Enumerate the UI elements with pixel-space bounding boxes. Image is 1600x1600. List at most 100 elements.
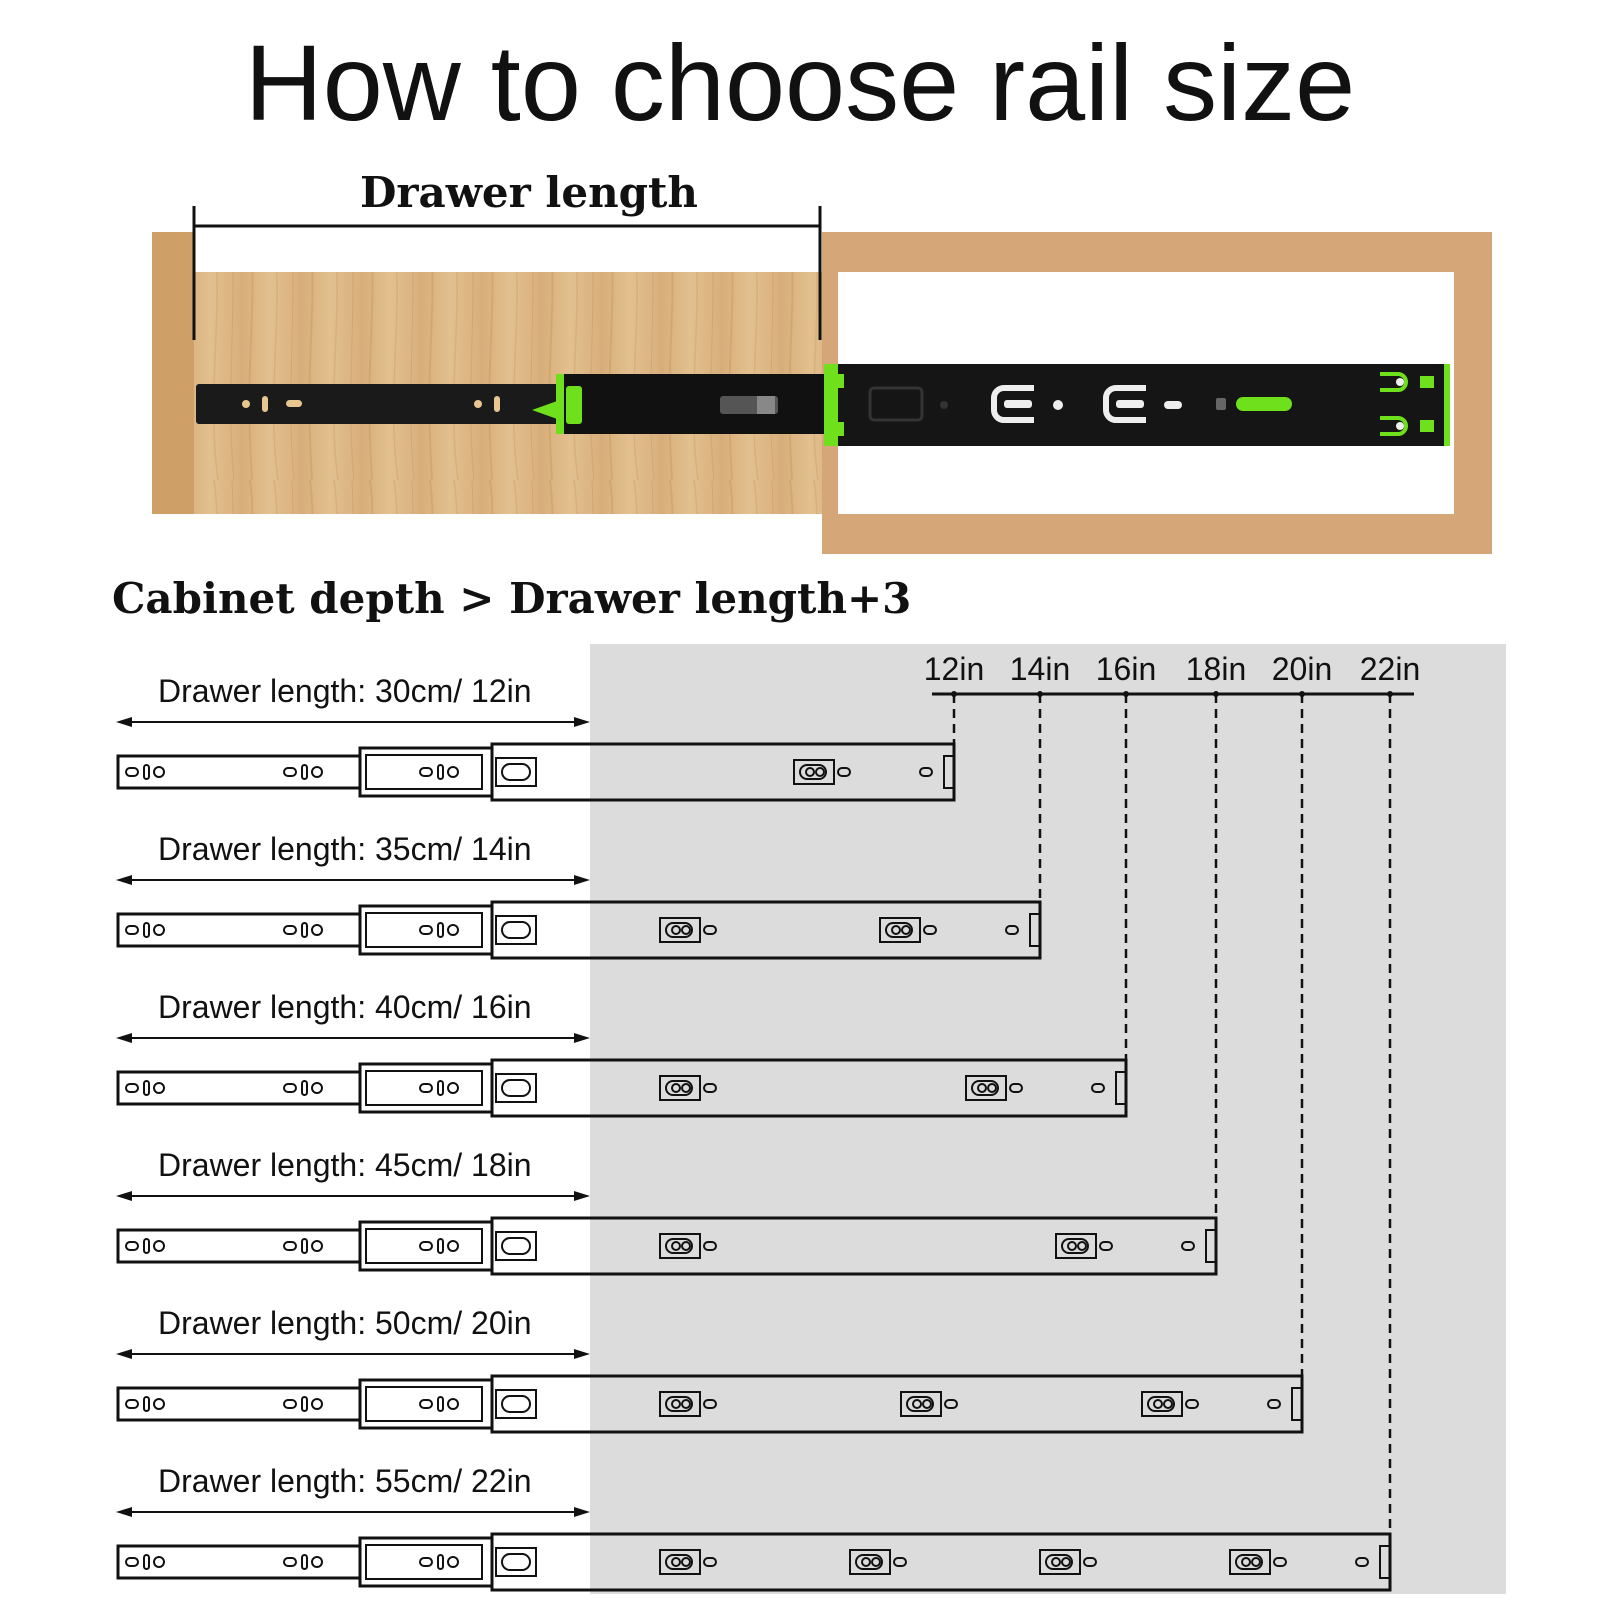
rear-slot — [501, 921, 531, 939]
rail-hole — [419, 925, 433, 935]
mount-hole — [1273, 1557, 1287, 1567]
mount-hole — [944, 1399, 958, 1409]
rail-middle-inner — [365, 754, 483, 790]
front-stop — [1291, 1387, 1302, 1421]
mount-slot — [1061, 1238, 1089, 1254]
rail-hole — [301, 1238, 308, 1254]
front-stop — [1205, 1229, 1216, 1263]
mount-hole — [891, 925, 901, 935]
mount-hole — [1099, 1241, 1113, 1251]
mount-hole — [977, 1083, 987, 1093]
rail-hole — [125, 1557, 139, 1567]
rail-hole — [283, 1083, 297, 1093]
mount-bracket — [849, 1549, 891, 1575]
mount-hole — [681, 925, 691, 935]
mount-hole — [703, 1399, 717, 1409]
drawer-side-edge — [152, 232, 194, 514]
arrow-head-right — [574, 1033, 590, 1043]
rail-hole — [311, 1398, 323, 1410]
rail-hole — [125, 1399, 139, 1409]
inner-rail — [196, 384, 562, 424]
mount-slot — [971, 1080, 999, 1096]
mount-slot — [1147, 1396, 1175, 1412]
rail-hole — [437, 922, 444, 938]
mount-hole — [1251, 1557, 1261, 1567]
page-title: How to choose rail size — [244, 22, 1356, 143]
mount-hole — [923, 925, 937, 935]
mount-bracket — [659, 1075, 701, 1101]
rail-hole — [437, 1238, 444, 1254]
front-stop — [1379, 1545, 1390, 1579]
mount-bracket — [659, 1391, 701, 1417]
rear-slot — [501, 1553, 531, 1571]
rear-bracket — [495, 1389, 537, 1419]
arrow-head-left — [116, 1507, 132, 1517]
mount-hole — [1009, 1083, 1023, 1093]
rail-hole — [419, 1399, 433, 1409]
mount-hole — [671, 925, 681, 935]
mount-hole — [703, 925, 717, 935]
rail-hole — [311, 1556, 323, 1568]
rear-slot — [501, 1079, 531, 1097]
front-hole — [1091, 1083, 1105, 1093]
rail-hole — [125, 925, 139, 935]
rail-hole — [419, 767, 433, 777]
rail-hole — [283, 925, 297, 935]
rail-hole — [437, 1080, 444, 1096]
mount-slot — [885, 922, 913, 938]
mount-bracket — [659, 917, 701, 943]
mount-slot — [855, 1554, 883, 1570]
rail-hole — [153, 924, 165, 936]
rail-middle-inner — [365, 912, 483, 948]
cabinet-rule-label: Cabinet depth > Drawer length+3 — [112, 574, 912, 623]
rail-hole — [447, 924, 459, 936]
scale-tick-label: 18in — [1186, 651, 1247, 687]
rail-hole — [153, 1398, 165, 1410]
mount-slot — [906, 1396, 934, 1412]
mount-bracket — [1055, 1233, 1097, 1259]
rail-middle-inner — [365, 1070, 483, 1106]
arrow-head-right — [574, 1349, 590, 1359]
rail-middle-inner — [365, 1544, 483, 1580]
mount-hole — [893, 1557, 907, 1567]
mount-slot — [665, 1238, 693, 1254]
rail-hole — [437, 1554, 444, 1570]
row-label: Drawer length: 45cm/ 18in — [158, 1147, 532, 1183]
arrow-head-left — [116, 717, 132, 727]
rail-hole — [301, 1080, 308, 1096]
rail-hole — [153, 766, 165, 778]
mount-hole — [805, 767, 815, 777]
mount-bracket — [793, 759, 835, 785]
row-label: Drawer length: 30cm/ 12in — [158, 673, 532, 709]
mount-hole — [837, 767, 851, 777]
front-hole — [919, 767, 933, 777]
mount-hole — [912, 1399, 922, 1409]
mount-hole — [1153, 1399, 1163, 1409]
front-hole — [1181, 1241, 1195, 1251]
rail-hole — [125, 1241, 139, 1251]
rail-hole — [153, 1082, 165, 1094]
rear-bracket — [495, 757, 537, 787]
release-lever — [1236, 397, 1292, 411]
mount-hole — [1067, 1241, 1077, 1251]
mount-slot — [665, 1396, 693, 1412]
row-label: Drawer length: 35cm/ 14in — [158, 831, 532, 867]
front-stop — [1115, 1071, 1126, 1105]
mount-hole — [681, 1399, 691, 1409]
mount-hole — [1083, 1557, 1097, 1567]
mount-hole — [681, 1557, 691, 1567]
drawer-length-label: Drawer length — [360, 168, 698, 217]
rail-hole — [437, 764, 444, 780]
row-label: Drawer length: 50cm/ 20in — [158, 1305, 532, 1341]
rail-hole — [143, 764, 150, 780]
mount-hole — [681, 1083, 691, 1093]
rail-hole — [143, 1396, 150, 1412]
arrow-head-right — [574, 1507, 590, 1517]
rail-hole — [419, 1083, 433, 1093]
mount-hole — [1185, 1399, 1199, 1409]
mount-hole — [671, 1241, 681, 1251]
mount-hole — [871, 1557, 881, 1567]
rail-hole — [283, 1557, 297, 1567]
mount-hole — [922, 1399, 932, 1409]
